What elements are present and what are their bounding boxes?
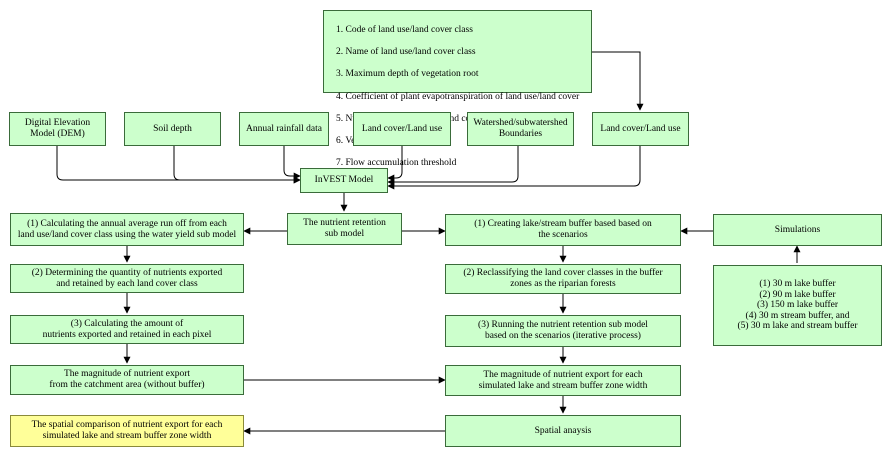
parameter-item: 4. Coefficient of plant evapotranspirati… (336, 91, 580, 102)
input-land-cover-2: Land cover/Land use (592, 112, 689, 146)
simulations-list-box: (1) 30 m lake buffer (2) 90 m lake buffe… (713, 265, 882, 346)
left-step-3: (3) Calculating the amount of nutrients … (10, 315, 244, 344)
right-step-3: (3) Running the nutrient retention sub m… (445, 315, 681, 347)
arrow-rainfall-to-model (283, 146, 301, 180)
input-land-cover-1: Land cover/Land use (353, 112, 451, 146)
simulation-item: (5) 30 m lake and stream buffer (737, 321, 858, 332)
arrow-watershed-to-model (387, 146, 519, 186)
arrow-landcover2-to-model (387, 146, 641, 190)
parameters-box: 1. Code of land use/land cover class 2. … (323, 10, 592, 168)
parameter-item: 2. Name of land use/land cover class (336, 47, 476, 58)
simulations-box: Simulations (713, 214, 882, 246)
left-step-4: The magnitude of nutrient export from th… (10, 365, 244, 395)
arrow-soil-to-model (173, 146, 301, 184)
left-step-2: (2) Determining the quantity of nutrient… (10, 264, 244, 293)
input-dem: Digital Elevation Model (DEM) (9, 112, 106, 146)
arrow-dem-to-model (56, 146, 301, 184)
nutrient-retention-submodel: The nutrient retention sub model (287, 213, 402, 245)
invest-model-box: InVEST Model (300, 168, 388, 193)
right-step-4: The magnitude of nutrient export for eac… (445, 365, 681, 396)
input-watershed-boundaries: Watershed/subwatershed Boundaries (467, 112, 574, 146)
simulation-item: (3) 150 m lake buffer (756, 300, 839, 311)
parameter-item: 3. Maximum depth of vegetation root (336, 69, 479, 80)
arrow-params-to-landcover (592, 51, 644, 111)
right-step-2: (2) Reclassifying the land cover classes… (445, 264, 681, 294)
parameter-item: 1. Code of land use/land cover class (336, 25, 473, 35)
simulation-item: (2) 90 m lake buffer (759, 289, 836, 300)
input-soil-depth: Soil depth (124, 112, 221, 146)
simulation-item: (1) 30 m lake buffer (759, 279, 836, 290)
arrow-landcover1-to-model (387, 146, 403, 182)
parameter-item: 7. Flow accumulation threshold (336, 158, 457, 169)
simulation-item: (4) 30 m stream buffer, and (745, 310, 850, 321)
left-step-1: (1) Calculating the annual average run o… (10, 213, 244, 246)
right-step-1: (1) Creating lake/stream buffer based ba… (445, 214, 681, 246)
spatial-analysis-box: Spatial anaysis (445, 415, 681, 447)
result-box: The spatial comparison of nutrient expor… (10, 415, 244, 447)
input-annual-rainfall: Annual rainfall data (239, 112, 329, 146)
